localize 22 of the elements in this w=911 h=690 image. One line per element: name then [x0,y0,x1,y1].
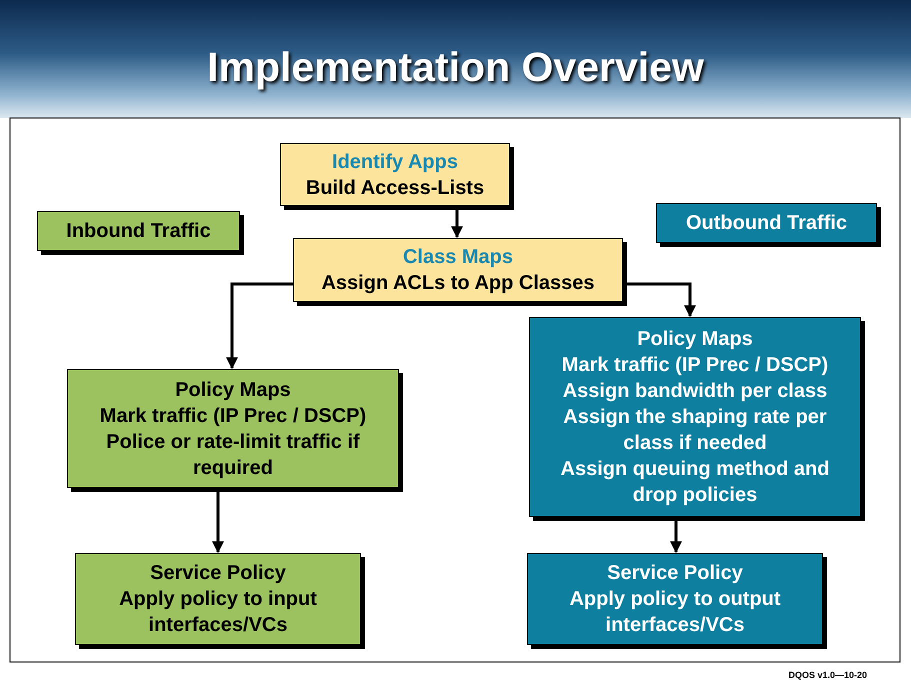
box-text: Assign the shaping rate per class if needed [562,405,828,456]
box-text: Apply policy to output interfaces/VCs [568,587,782,638]
box-heading: Identify Apps [331,150,459,174]
box-text: Outbound Traffic [684,211,848,236]
box-text: Mark traffic (IP Prec / DSCP) [560,353,830,378]
box-heading: Class Maps [402,245,514,270]
box-heading: Service Policy [606,561,744,586]
box-heading: Policy Maps [174,378,292,402]
box-heading: Service Policy [149,561,287,586]
box-text: Assign ACLs to App Classes [320,271,596,296]
slide-code: DQOS v1.0—10-20 [788,670,867,680]
box-text: Police or rate-limit traffic if required [105,430,361,480]
title: Implementation Overview [206,44,705,91]
box-text: Inbound Traffic [65,219,212,244]
box-heading: Policy Maps [636,327,754,352]
box-text: Apply policy to input interfaces/VCs [118,587,318,638]
box-text: Assign bandwidth per class [562,379,828,404]
arrow [451,208,463,238]
box-text: Build Access-Lists [304,176,486,200]
arrow [226,282,293,370]
box-text: Assign queuing method and drop policies [560,457,830,508]
box-text: Mark traffic (IP Prec / DSCP) [98,404,368,428]
